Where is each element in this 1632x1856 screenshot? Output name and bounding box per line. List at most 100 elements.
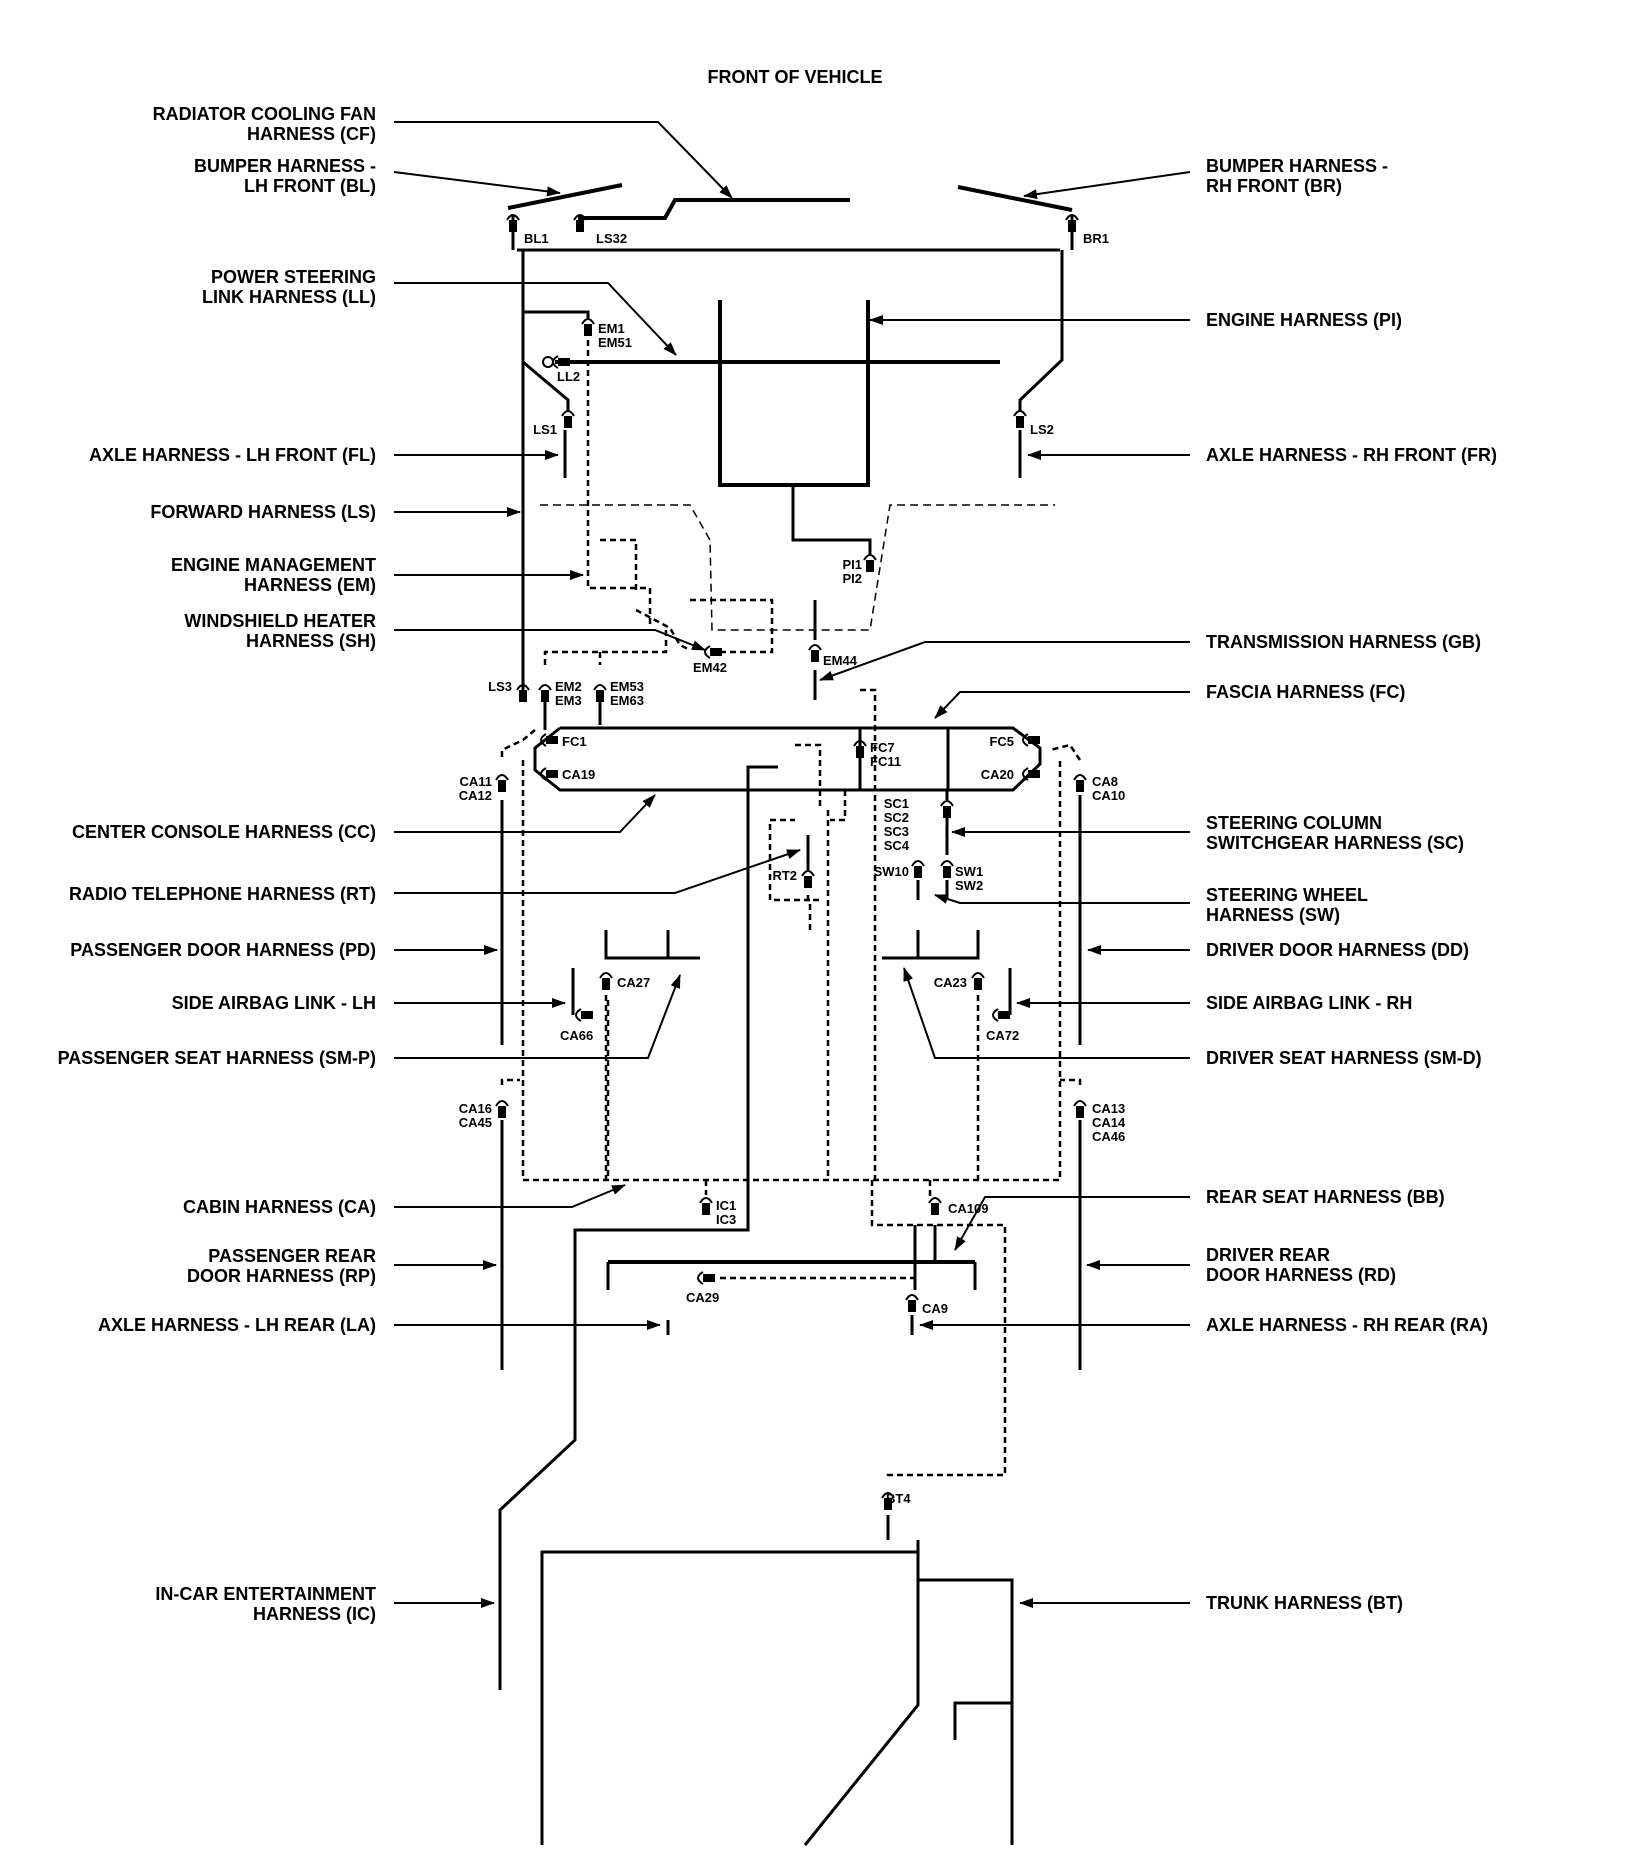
leader-lines <box>393 121 1191 1608</box>
connector-ls3: LS3 <box>488 679 512 694</box>
connector-plug-icon <box>593 684 607 702</box>
label-bumper-harness-rh-front: BUMPER HARNESS -RH FRONT (BR) <box>1206 156 1388 196</box>
label-bumper-harness-lh-front: BUMPER HARNESS -LH FRONT (BL) <box>194 156 376 196</box>
connector-ca29: CA29 <box>686 1290 719 1305</box>
connector-ca23: CA23 <box>934 975 967 990</box>
connector-plug-icon <box>940 860 954 878</box>
connector-rt2: RT2 <box>772 868 797 883</box>
connector-plug-icon <box>599 972 613 990</box>
label-driver-door-harness: DRIVER DOOR HARNESS (DD) <box>1206 940 1469 960</box>
connector-plug-icon <box>971 972 985 990</box>
connector-ll2: LL2 <box>557 369 580 384</box>
label-axle-harness-lh-front: AXLE HARNESS - LH FRONT (FL) <box>89 445 376 465</box>
label-fascia-harness: FASCIA HARNESS (FC) <box>1206 682 1405 702</box>
connector-plug-icon <box>1073 1100 1087 1118</box>
label-center-console-harness: CENTER CONSOLE HARNESS (CC) <box>72 822 376 842</box>
connector-ls32: LS32 <box>596 231 627 246</box>
connector-plug-icon <box>573 214 587 232</box>
label-cabin-harness: CABIN HARNESS (CA) <box>183 1197 376 1217</box>
connector-plug-icon <box>1022 733 1040 747</box>
connector-plug-icon <box>808 644 822 662</box>
connector-ls1: LS1 <box>533 422 557 437</box>
connector-ca20: CA20 <box>981 767 1014 782</box>
connector-br1: BR1 <box>1083 231 1109 246</box>
connector-plug-icon <box>581 318 595 336</box>
connector-sw10: SW10 <box>874 864 909 879</box>
right-labels: BUMPER HARNESS -RH FRONT (BR) ENGINE HAR… <box>1206 156 1497 1613</box>
connector-plug-icon <box>575 1008 593 1022</box>
connector-plug-icon <box>1022 767 1040 781</box>
connector-ca66: CA66 <box>560 1028 593 1043</box>
connector-plug-icon <box>697 1271 715 1285</box>
connector-plug-icon <box>540 767 558 781</box>
connector-glyphs <box>495 214 1087 1510</box>
diagram-title: FRONT OF VEHICLE <box>708 67 883 87</box>
connector-plug-icon <box>506 214 520 232</box>
connector-ca27: CA27 <box>617 975 650 990</box>
connector-plug-icon <box>853 740 867 758</box>
connector-plug-icon <box>863 554 877 572</box>
connector-plug-icon <box>801 870 815 888</box>
connector-plug-icon <box>1073 774 1087 792</box>
connector-plug-icon <box>538 684 552 702</box>
connector-plug-icon <box>911 860 925 878</box>
connector-plug-icon <box>704 645 722 659</box>
connector-plug-icon <box>540 733 558 747</box>
connector-plug-icon <box>905 1294 919 1312</box>
label-engine-harness: ENGINE HARNESS (PI) <box>1206 310 1402 330</box>
connector-plug-icon <box>1013 410 1027 428</box>
connector-fc5: FC5 <box>989 734 1014 749</box>
connector-plug-icon <box>940 800 954 818</box>
connector-plug-icon <box>881 1492 895 1510</box>
connector-plug-icon <box>552 355 570 369</box>
connector-plug-icon <box>928 1197 942 1215</box>
connector-em42: EM42 <box>693 660 727 675</box>
label-passenger-seat-harness: PASSENGER SEAT HARNESS (SM-P) <box>58 1048 376 1068</box>
connector-plug-icon <box>495 774 509 792</box>
label-rear-seat-harness: REAR SEAT HARNESS (BB) <box>1206 1187 1445 1207</box>
connector-plug-icon <box>561 410 575 428</box>
connector-bl1: BL1 <box>524 231 549 246</box>
connector-em44: EM44 <box>823 653 858 668</box>
connector-ca72: CA72 <box>986 1028 1019 1043</box>
label-trunk-harness: TRUNK HARNESS (BT) <box>1206 1593 1403 1613</box>
connector-fc1: FC1 <box>562 734 587 749</box>
label-axle-harness-lh-rear: AXLE HARNESS - LH REAR (LA) <box>98 1315 376 1335</box>
label-driver-seat-harness: DRIVER SEAT HARNESS (SM-D) <box>1206 1048 1482 1068</box>
label-forward-harness: FORWARD HARNESS (LS) <box>150 502 376 522</box>
connector-ls2: LS2 <box>1030 422 1054 437</box>
connector-ca19: CA19 <box>562 767 595 782</box>
connector-plug-icon <box>699 1197 713 1215</box>
connector-plug-icon <box>516 684 530 702</box>
label-transmission-harness: TRANSMISSION HARNESS (GB) <box>1206 632 1481 652</box>
label-side-airbag-link-lh: SIDE AIRBAG LINK - LH <box>172 993 376 1013</box>
connector-plug-icon <box>495 1100 509 1118</box>
connector-ca9: CA9 <box>922 1301 948 1316</box>
label-axle-harness-rh-front: AXLE HARNESS - RH FRONT (FR) <box>1206 445 1497 465</box>
label-side-airbag-link-rh: SIDE AIRBAG LINK - RH <box>1206 993 1412 1013</box>
label-passenger-door-harness: PASSENGER DOOR HARNESS (PD) <box>70 940 376 960</box>
